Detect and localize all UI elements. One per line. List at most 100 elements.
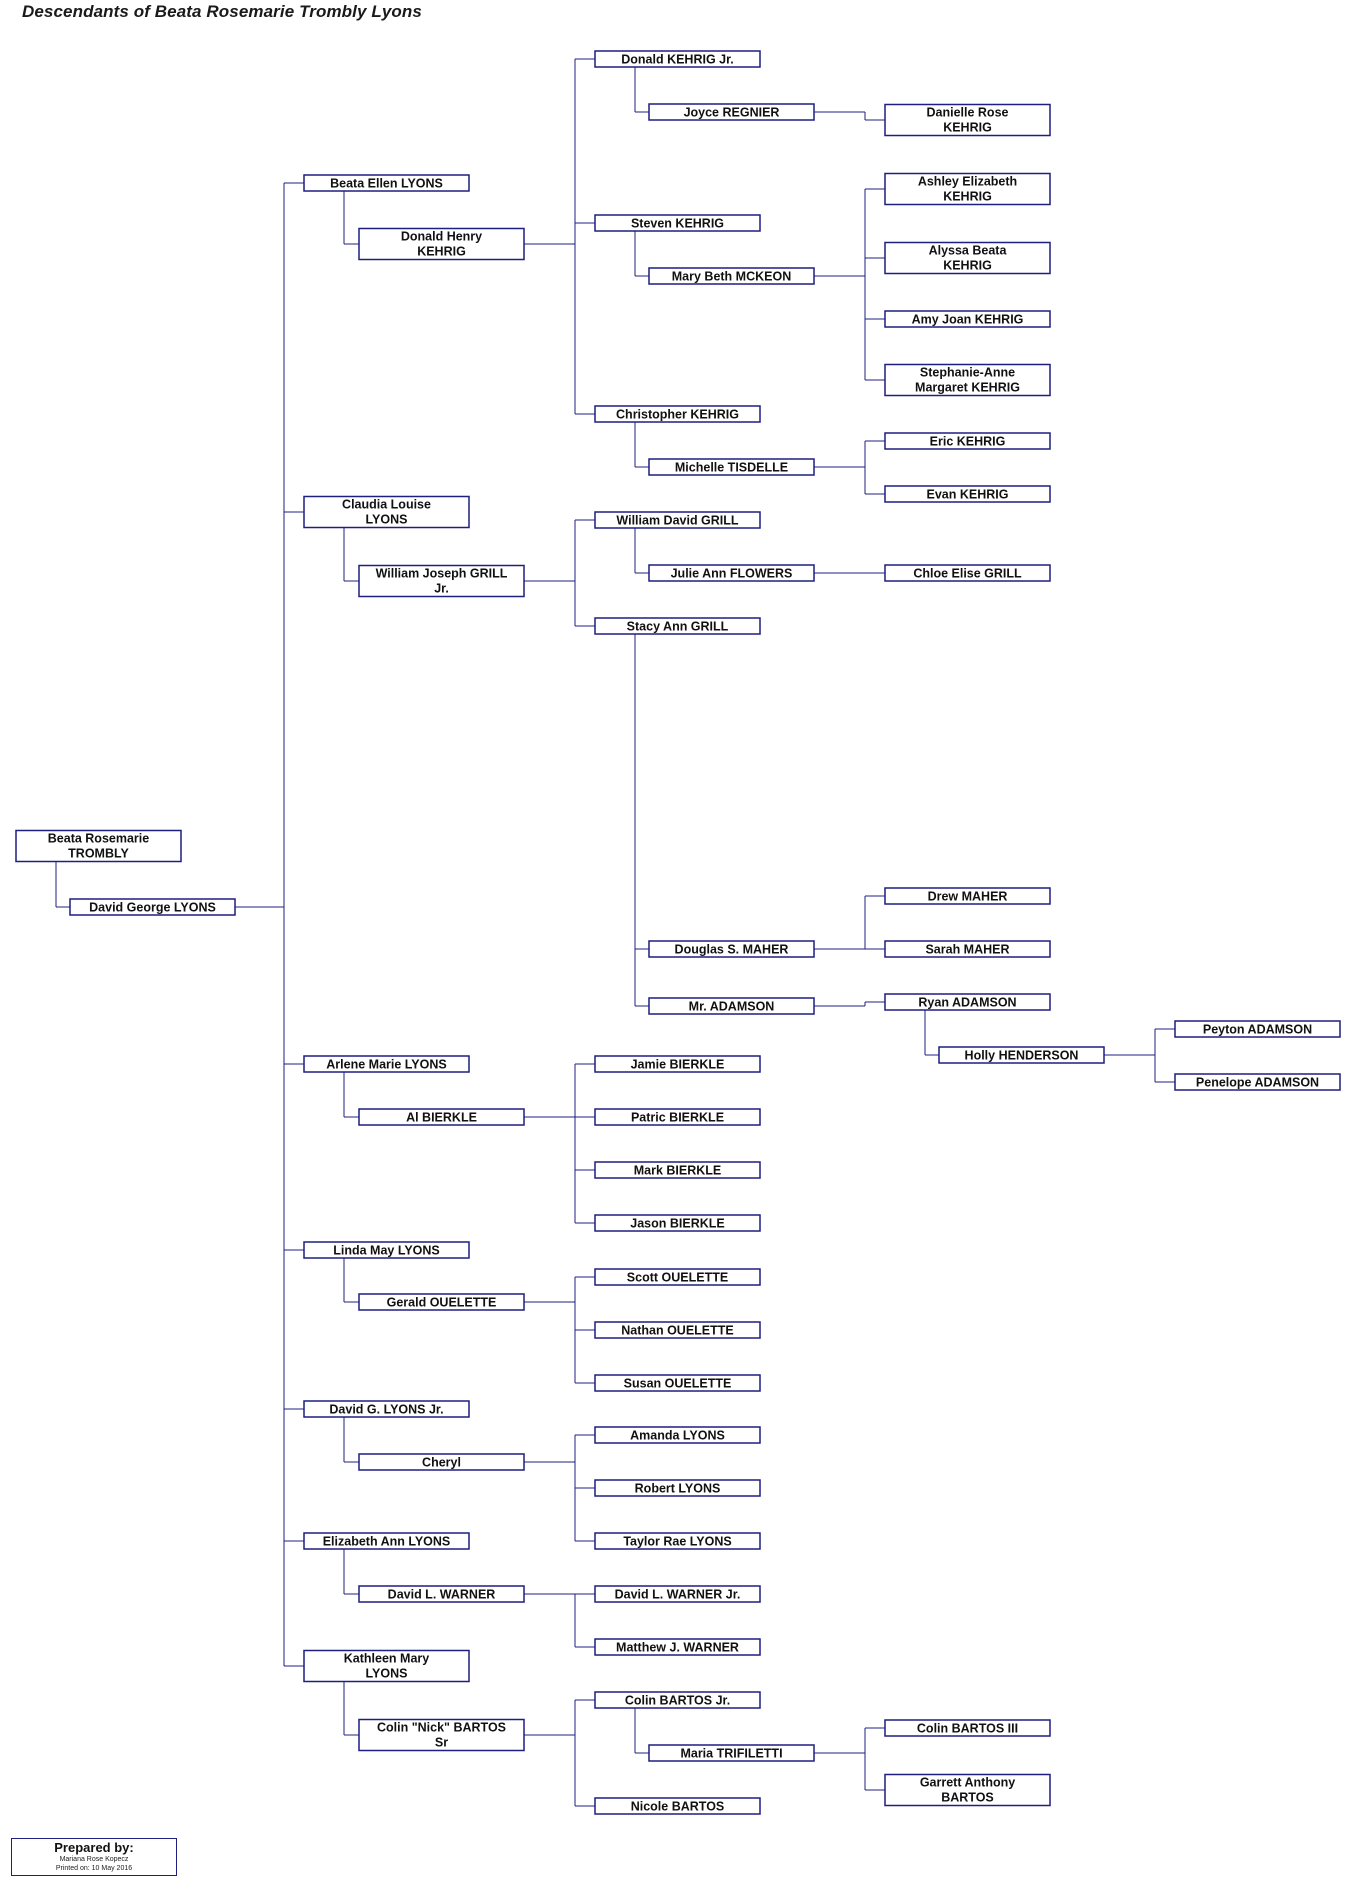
person-box-david-george: David George LYONS (69, 898, 236, 916)
person-name-line: Beata Ellen LYONS (330, 177, 443, 191)
person-box-frame (884, 993, 1051, 1011)
person-box-frame (884, 485, 1051, 503)
person-box-ryan: Ryan ADAMSON (884, 993, 1051, 1011)
person-name-line: Mark BIERKLE (634, 1164, 722, 1178)
person-name-line: David L. WARNER (388, 1588, 496, 1602)
person-box-frame (358, 564, 525, 598)
person-box-julie: Julie Ann FLOWERS (648, 564, 815, 582)
person-box-douglas: Douglas S. MAHER (648, 940, 815, 958)
person-box-chloe: Chloe Elise GRILL (884, 564, 1051, 582)
person-box-frame (884, 310, 1051, 328)
person-box-robert: Robert LYONS (594, 1479, 761, 1497)
person-box-frame (884, 887, 1051, 905)
person-box-jason: Jason BIERKLE (594, 1214, 761, 1232)
person-name-line: Jason BIERKLE (630, 1217, 724, 1231)
person-name-line: Drew MAHER (928, 890, 1008, 904)
person-box-amanda: Amanda LYONS (594, 1426, 761, 1444)
person-box-frame (884, 432, 1051, 450)
person-box-michelle: Michelle TISDELLE (648, 458, 815, 476)
person-name-line: David L. WARNER Jr. (615, 1588, 741, 1602)
person-name-line: Arlene Marie LYONS (326, 1058, 446, 1072)
person-name-line: Maria TRIFILETTI (680, 1747, 782, 1761)
person-box-nicole: Nicole BARTOS (594, 1797, 761, 1815)
person-box-colin-jr: Colin BARTOS Jr. (594, 1691, 761, 1709)
person-name-line: Christopher KEHRIG (616, 408, 739, 422)
person-box-taylor: Taylor Rae LYONS (594, 1532, 761, 1550)
person-box-elizabeth: Elizabeth Ann LYONS (303, 1532, 470, 1550)
person-name-line: Patric BIERKLE (631, 1111, 724, 1125)
person-name-line: Matthew J. WARNER (616, 1641, 739, 1655)
person-box-al: Al BIERKLE (358, 1108, 525, 1126)
person-box-arlene: Arlene Marie LYONS (303, 1055, 470, 1073)
person-box-mary-beth: Mary Beth MCKEON (648, 267, 815, 285)
person-box-frame (358, 227, 525, 261)
person-name-line: Danielle Rose (927, 106, 1009, 120)
person-box-frame (303, 1055, 470, 1073)
page-title: Descendants of Beata Rosemarie Trombly L… (22, 2, 422, 21)
person-name-line: Chloe Elise GRILL (913, 567, 1022, 581)
person-box-frame (594, 1479, 761, 1497)
person-name-line: Nathan OUELETTE (621, 1324, 734, 1338)
person-name-line: Donald Henry (401, 230, 482, 244)
person-name-line: Mary Beth MCKEON (672, 270, 791, 284)
person-name-line: KEHRIG (943, 190, 992, 204)
person-box-frame (15, 829, 182, 863)
person-name-line: Al BIERKLE (406, 1111, 477, 1125)
person-box-frame (594, 1374, 761, 1392)
person-box-frame (303, 1241, 470, 1259)
person-box-penelope: Penelope ADAMSON (1174, 1073, 1341, 1091)
person-box-frame (303, 495, 470, 529)
person-box-frame (648, 458, 815, 476)
person-box-frame (358, 1718, 525, 1752)
person-name-line: Mr. ADAMSON (689, 1000, 775, 1014)
person-box-frame (594, 511, 761, 529)
person-box-cheryl: Cheryl (358, 1453, 525, 1471)
person-box-matthew: Matthew J. WARNER (594, 1638, 761, 1656)
person-box-frame (358, 1585, 525, 1603)
person-box-frame (884, 241, 1051, 275)
person-name-line: Ryan ADAMSON (918, 996, 1016, 1010)
person-box-frame (594, 1108, 761, 1126)
person-name-line: Beata Rosemarie (48, 832, 149, 846)
person-name-line: Amy Joan KEHRIG (912, 313, 1024, 327)
person-box-jamie: Jamie BIERKLE (594, 1055, 761, 1073)
person-box-frame (884, 940, 1051, 958)
person-name-line: Taylor Rae LYONS (623, 1535, 731, 1549)
person-name-line: Kathleen Mary (344, 1652, 429, 1666)
person-box-frame (594, 1161, 761, 1179)
person-box-frame (303, 174, 470, 192)
person-box-donald-jr: Donald KEHRIG Jr. (594, 50, 761, 68)
person-box-frame (303, 1532, 470, 1550)
person-name-line: Douglas S. MAHER (675, 943, 789, 957)
person-name-line: Garrett Anthony (920, 1776, 1015, 1790)
person-name-line: Peyton ADAMSON (1203, 1023, 1312, 1037)
person-box-david-jr: David G. LYONS Jr. (303, 1400, 470, 1418)
person-box-frame (1174, 1073, 1341, 1091)
person-box-frame (884, 363, 1051, 397)
person-box-patric: Patric BIERKLE (594, 1108, 761, 1126)
person-box-frame (594, 617, 761, 635)
person-name-line: William Joseph GRILL (376, 567, 508, 581)
person-box-stacy: Stacy Ann GRILL (594, 617, 761, 635)
person-box-joyce: Joyce REGNIER (648, 103, 815, 121)
person-box-frame (358, 1293, 525, 1311)
person-box-mr-adamson: Mr. ADAMSON (648, 997, 815, 1015)
person-box-frame (594, 1797, 761, 1815)
person-name-line: LYONS (366, 513, 408, 527)
person-name-line: Michelle TISDELLE (675, 461, 788, 475)
person-box-frame (594, 1691, 761, 1709)
person-box-evan: Evan KEHRIG (884, 485, 1051, 503)
person-box-frame (594, 1214, 761, 1232)
prepared-by-box: Prepared by: Mariana Rose Kopecz Printed… (11, 1838, 177, 1876)
person-name-line: Cheryl (422, 1456, 461, 1470)
person-box-frame (648, 103, 815, 121)
person-box-maria: Maria TRIFILETTI (648, 1744, 815, 1762)
person-name-line: Alyssa Beata (929, 244, 1008, 258)
person-name-line: Elizabeth Ann LYONS (323, 1535, 451, 1549)
